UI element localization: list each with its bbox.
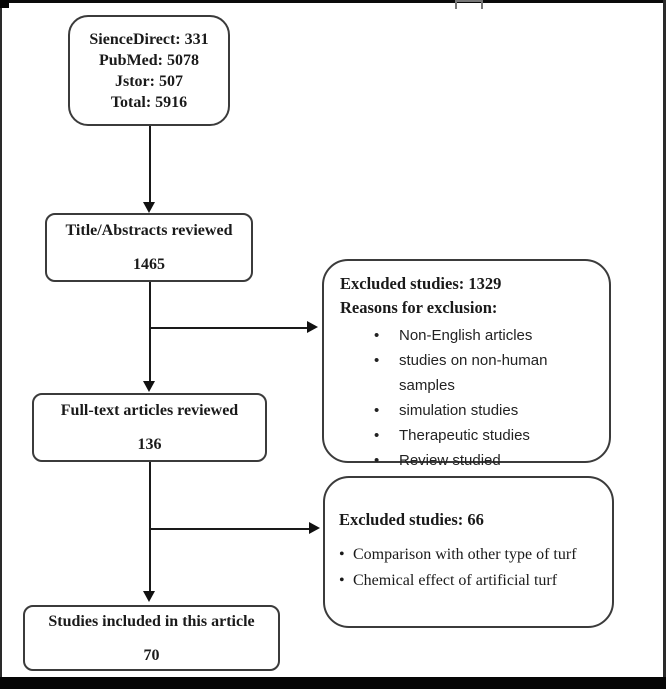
frame-top-border [0, 0, 666, 3]
connector-line [149, 126, 151, 203]
arrow-down-icon [143, 202, 155, 213]
frame-bottom-border [0, 677, 666, 689]
exclusion-reasons-list: • Comparison with other type of turf • C… [339, 542, 600, 594]
source-line: SienceDirect: 331 [89, 30, 209, 48]
arrow-down-icon [143, 381, 155, 392]
arrow-right-icon [307, 321, 318, 333]
source-line: Jstor: 507 [115, 72, 183, 90]
reason-text: Comparison with other type of turf [353, 546, 577, 563]
frame-right-border [663, 0, 666, 689]
reason-text: Review studied [399, 452, 501, 469]
box-excluded-full-text-stage: Excluded studies: 66 • Comparison with o… [323, 476, 614, 628]
bullet-icon: • [339, 546, 345, 563]
bullet-icon: • [339, 572, 345, 589]
box-excluded-title-abstract-stage: Excluded studies: 1329 Reasons for exclu… [322, 259, 611, 469]
connector-branch-line [150, 528, 310, 530]
arrow-right-icon [309, 522, 320, 534]
box-count: 136 [137, 436, 162, 453]
connector-branch-line [150, 327, 308, 329]
reason-text: studies on non-human samples [399, 352, 548, 394]
list-item: • Chemical effect of artificial turf [339, 568, 600, 594]
bullet-icon: • [374, 452, 380, 469]
bullet-icon: • [374, 427, 380, 444]
frame-corner [0, 0, 9, 8]
connector-line [149, 282, 151, 382]
bullet-icon: • [374, 352, 380, 369]
box-title: Title/Abstracts reviewed [65, 222, 233, 239]
list-item: • simulation studies [340, 398, 595, 423]
box-identification-sources: SienceDirect: 331 PubMed: 5078 Jstor: 50… [68, 15, 230, 126]
excluded-reasons-heading: Reasons for exclusion: [340, 298, 498, 317]
object-anchor-icon [455, 0, 483, 9]
list-item: • studies on non-human samples [340, 348, 595, 398]
box-title: Studies included in this article [48, 612, 255, 630]
box-full-text-reviewed: Full-text articles reviewed 136 [32, 393, 267, 462]
list-item: • Review studied [340, 448, 595, 473]
excluded-count-heading: Excluded studies: 66 [339, 510, 484, 529]
bullet-icon: • [374, 402, 380, 419]
reason-text: Therapeutic studies [399, 427, 530, 444]
list-item: • Comparison with other type of turf [339, 542, 600, 568]
bullet-icon: • [374, 327, 380, 344]
source-line: PubMed: 5078 [99, 51, 199, 69]
box-title-abstracts-reviewed: Title/Abstracts reviewed 1465 [45, 213, 253, 282]
box-title: Full-text articles reviewed [60, 402, 239, 419]
arrow-down-icon [143, 591, 155, 602]
reason-text: simulation studies [399, 402, 519, 419]
reason-text: Chemical effect of artificial turf [353, 572, 558, 589]
list-item: • Therapeutic studies [340, 423, 595, 448]
frame-left-border [0, 0, 2, 689]
source-line: Total: 5916 [110, 93, 188, 111]
connector-line [149, 462, 151, 592]
list-item: • Non-English articles [340, 323, 595, 348]
box-count: 70 [143, 646, 160, 664]
box-count: 1465 [133, 256, 165, 273]
box-studies-included: Studies included in this article 70 [23, 605, 280, 671]
excluded-count-heading: Excluded studies: 1329 [340, 274, 502, 293]
exclusion-reasons-list: • Non-English articles • studies on non-… [340, 323, 595, 473]
reason-text: Non-English articles [399, 327, 533, 344]
